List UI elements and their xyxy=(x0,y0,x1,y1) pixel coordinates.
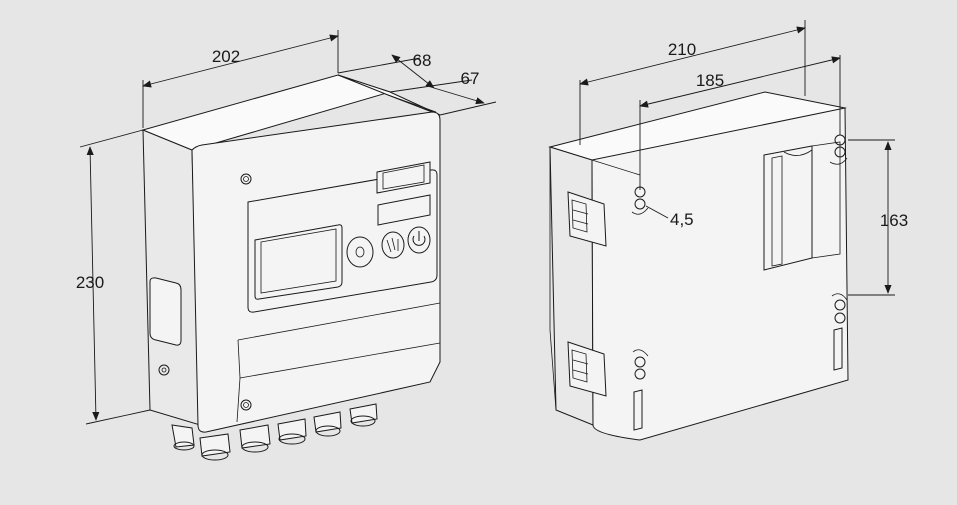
dim-label-67: 67 xyxy=(461,69,480,88)
wall-clip-upper xyxy=(567,191,607,247)
rear-left-edge xyxy=(549,147,557,411)
dim-line-230 xyxy=(86,146,100,421)
display-window xyxy=(254,224,343,300)
rear-slot-right xyxy=(833,327,843,371)
screw-top-left xyxy=(240,173,252,185)
mounting-hole-lower-left xyxy=(632,349,649,380)
dim-line-210 xyxy=(579,26,806,86)
ext-line-67 xyxy=(439,101,497,116)
leader-4-5 xyxy=(645,205,669,219)
indicator-window-top-inner xyxy=(382,164,425,190)
side-window xyxy=(149,277,182,346)
side-screw xyxy=(158,364,170,376)
channel-slot-left xyxy=(771,155,783,267)
dim-label-163: 163 xyxy=(880,211,908,230)
lid-edge-line xyxy=(387,94,437,113)
mounting-hole-top-right xyxy=(829,134,848,165)
dim-label-68: 68 xyxy=(413,51,432,70)
cable-gland-4 xyxy=(277,418,307,445)
dim-label-hole-diameter: 4,5 xyxy=(670,210,694,229)
cable-gland-5 xyxy=(313,411,342,437)
front-view-dimensions: 202 68 67 230 xyxy=(76,30,497,425)
rear-view-dimensions: 210 185 4,5 163 xyxy=(579,20,908,296)
channel-right-wall xyxy=(811,141,841,259)
label-plate xyxy=(377,194,431,226)
lid-lower-edge xyxy=(236,377,241,423)
ext-line-68-top xyxy=(337,57,421,74)
cable-gland-3 xyxy=(239,424,271,453)
dim-label-202: 202 xyxy=(212,47,240,66)
mounting-hole-right xyxy=(831,293,848,324)
cable-gland-1 xyxy=(171,424,195,451)
indicator-window-top xyxy=(376,161,431,194)
ext-line-230-top xyxy=(79,129,144,148)
mounting-channel xyxy=(763,145,813,271)
rear-slot-left xyxy=(633,389,643,431)
front-view-enclosure xyxy=(141,74,441,461)
lid-band-line-1 xyxy=(237,302,441,341)
wall-clip-lower xyxy=(567,341,607,397)
rear-view-enclosure xyxy=(548,91,849,441)
dim-label-230: 230 xyxy=(76,273,104,292)
enclosure-side-panel xyxy=(142,129,201,426)
screw-bottom-left xyxy=(240,399,252,411)
ext-line-230-bottom xyxy=(85,409,151,425)
dim-line-67 xyxy=(433,87,485,105)
manual-mode-button-icon xyxy=(381,231,405,259)
dim-line-202 xyxy=(142,34,339,88)
power-button-icon xyxy=(407,226,431,254)
cable-gland-6 xyxy=(349,403,378,427)
dim-label-210: 210 xyxy=(668,40,696,59)
dim-line-68 xyxy=(391,54,435,89)
rotary-knob xyxy=(346,236,374,268)
dim-label-185: 185 xyxy=(696,71,724,90)
display-inner-frame xyxy=(260,228,337,294)
channel-top-lip xyxy=(783,149,813,156)
cable-gland-2 xyxy=(199,433,231,461)
lid-band-edge xyxy=(237,339,241,379)
rear-edge-line xyxy=(591,159,641,176)
lid-band-line-2 xyxy=(239,342,441,379)
dim-line-185 xyxy=(639,56,841,108)
